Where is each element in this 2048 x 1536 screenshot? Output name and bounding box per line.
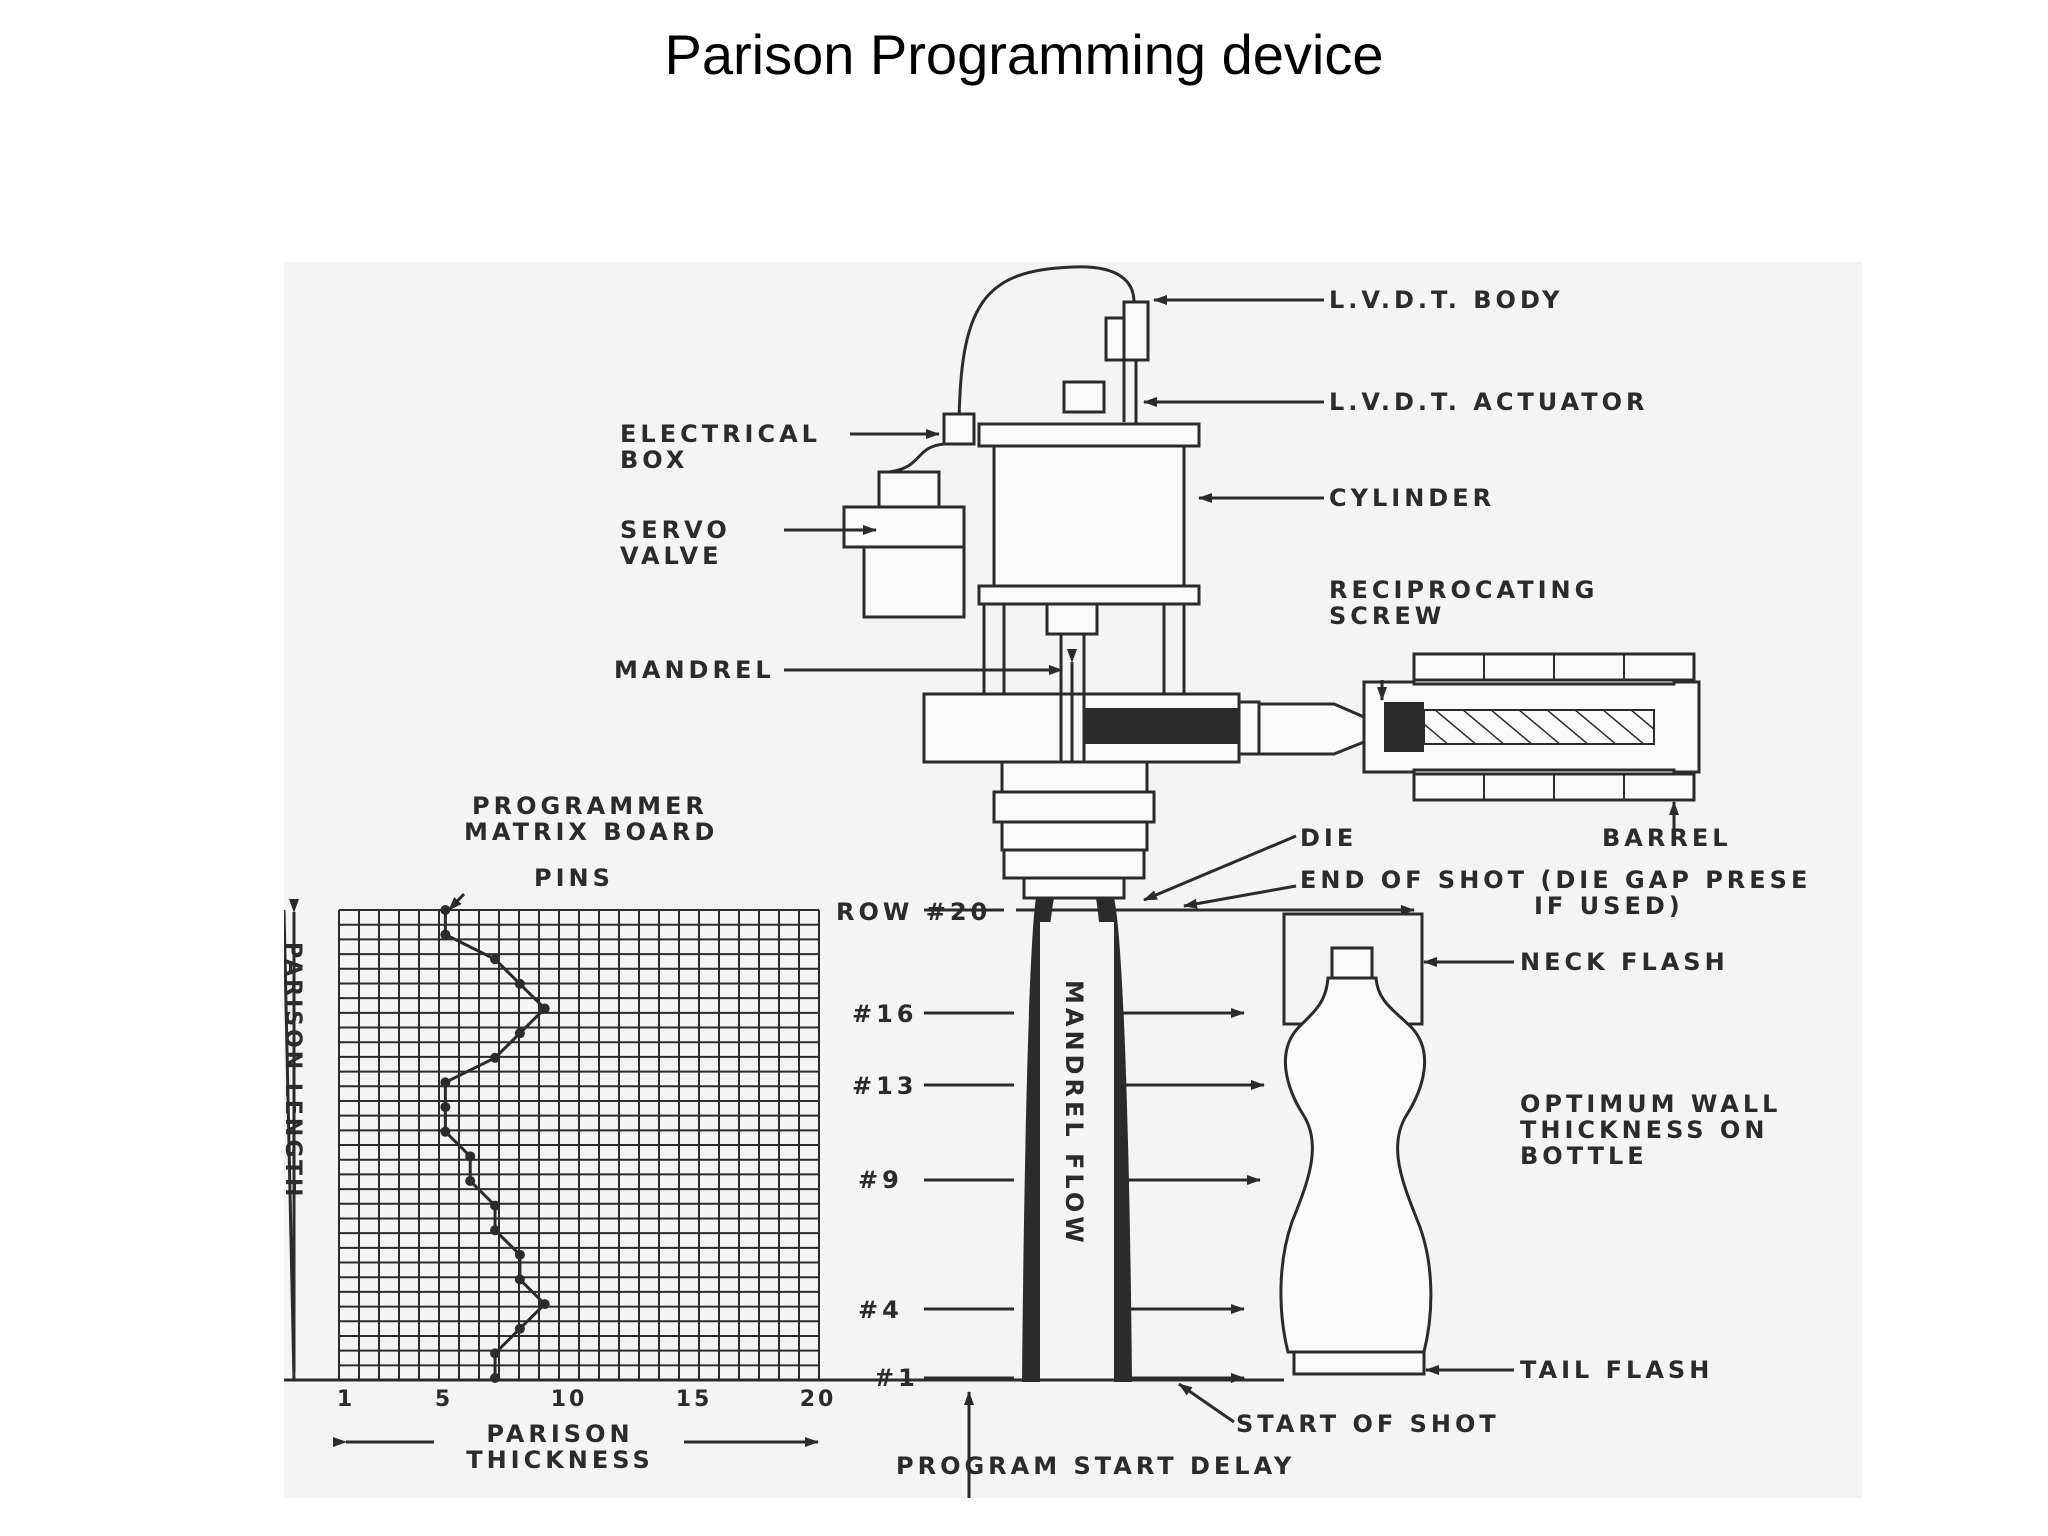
- matrix-pin-9: [465, 1175, 476, 1186]
- electrical-box-label-2: BOX: [620, 446, 688, 474]
- end-of-shot-label-1: END OF SHOT (DIE GAP PRESE: [1300, 866, 1811, 894]
- matrix-pin-7: [490, 1225, 501, 1236]
- end-of-shot-label-2: IF USED): [1534, 892, 1684, 920]
- matrix-pin-6: [514, 1249, 525, 1260]
- die-ring-4: [1002, 848, 1146, 880]
- start-of-shot-label: START OF SHOT: [1236, 1410, 1500, 1438]
- matrix-pin-1: [490, 1373, 501, 1383]
- matrix-pin-2: [490, 1348, 501, 1359]
- die-label: DIE: [1300, 824, 1357, 852]
- program-start-delay-label: PROGRAM START DELAY: [896, 1452, 1295, 1480]
- programmer-label-1: PROGRAMMER: [472, 792, 708, 820]
- pins-label: PINS: [534, 864, 614, 892]
- leader-lines: [447, 295, 1679, 1498]
- neck-flash-label: NECK FLASH: [1520, 948, 1729, 976]
- adapter-flange: [1237, 700, 1261, 756]
- row-arrows: [924, 905, 1415, 1383]
- servo-valve-label-1: SERVO: [620, 516, 731, 544]
- lvdt-side: [1104, 316, 1126, 362]
- lvdt-body-label: L.V.D.T. BODY: [1329, 286, 1564, 314]
- reciprocating-screw-label-2: SCREW: [1329, 602, 1445, 630]
- mandrel-coupling: [1045, 602, 1099, 636]
- tick-5: 5: [435, 1387, 453, 1412]
- tick-1: 1: [337, 1387, 355, 1412]
- matrix-pin-13: [440, 1077, 451, 1088]
- tick-20: 20: [800, 1387, 837, 1412]
- matrix-pin-10: [465, 1151, 476, 1162]
- machine-assembly: [842, 265, 1701, 1382]
- bottle: [1279, 912, 1433, 1376]
- matrix-pin-19: [440, 929, 451, 940]
- barrel-label: BARREL: [1602, 824, 1732, 852]
- tail-flash-label: TAIL FLASH: [1520, 1356, 1713, 1384]
- parison-programming-diagram: PARISON LENGTH 1 5 10 15 20 PARISON THIC…: [284, 262, 1862, 1498]
- servo-valve-label-2: VALVE: [620, 542, 722, 570]
- programmer-matrix-board: [338, 909, 820, 1381]
- optimum-label-2: THICKNESS ON: [1520, 1116, 1768, 1144]
- matrix-pin-12: [440, 1102, 451, 1113]
- parison-thickness-label-1: PARISON: [486, 1420, 633, 1448]
- melt-channel: [1084, 708, 1244, 744]
- matrix-pin-17: [514, 978, 525, 989]
- matrix-pin-14: [490, 1052, 501, 1063]
- adapter: [1257, 702, 1366, 756]
- mandrel-label: MANDREL: [614, 656, 775, 684]
- screw-tip: [1384, 702, 1424, 752]
- parison-left-wall: [1022, 898, 1054, 1382]
- cylinder-label: CYLINDER: [1329, 484, 1495, 512]
- mandrel-flow-label: MANDREL FLOW: [1060, 980, 1088, 1247]
- row-13-label: #13: [852, 1072, 918, 1100]
- matrix-pin-3: [514, 1323, 525, 1334]
- cylinder: [992, 444, 1186, 588]
- thickness-axis: 1 5 10 15 20 PARISON THICKNESS: [333, 1387, 837, 1474]
- cylinder-top-plate: [977, 422, 1201, 448]
- die-ring-3: [1000, 820, 1149, 852]
- parison-length-label: PARISON LENGTH: [284, 942, 305, 1199]
- optimum-label-3: BOTTLE: [1520, 1142, 1648, 1170]
- matrix-pin-18: [490, 954, 501, 965]
- matrix-pin-5: [514, 1274, 525, 1285]
- die: [1022, 876, 1126, 900]
- slide-title: Parison Programming device: [664, 23, 1384, 86]
- electrical-box: [942, 412, 976, 446]
- servo-valve-body: [862, 545, 966, 619]
- die-ring-1: [1000, 760, 1149, 794]
- tail-flash: [1292, 1350, 1426, 1376]
- matrix-pin-4: [539, 1299, 550, 1310]
- program-profile-line: [443, 910, 547, 1378]
- programmer-label-2: MATRIX BOARD: [464, 818, 718, 846]
- matrix-pin-16: [539, 1003, 550, 1014]
- matrix-pin-8: [490, 1200, 501, 1211]
- reciprocating-screw-label-1: RECIPROCATING: [1329, 576, 1598, 604]
- labels: L.V.D.T. BODY L.V.D.T. ACTUATOR ELECTRIC…: [464, 286, 1811, 1480]
- die-ring-2: [992, 790, 1156, 824]
- matrix-pin-20: [440, 905, 451, 915]
- row-9-label: #9: [858, 1166, 903, 1194]
- tick-10: 10: [551, 1387, 588, 1412]
- servo-valve: [842, 505, 966, 549]
- row-4-label: #4: [858, 1296, 903, 1324]
- row-16-label: #16: [852, 1000, 918, 1028]
- row-20-label: ROW #20: [836, 898, 991, 926]
- matrix-pin-15: [514, 1028, 525, 1039]
- servo-valve-top: [877, 470, 941, 509]
- matrix-pin-11: [440, 1126, 451, 1137]
- reciprocating-screw: [1423, 709, 1655, 745]
- cable: [957, 265, 1136, 435]
- row-1-label: #1: [874, 1364, 919, 1392]
- lvdt-actuator-label: L.V.D.T. ACTUATOR: [1329, 388, 1649, 416]
- cylinder-bottom-plate: [977, 584, 1201, 606]
- optimum-label-1: OPTIMUM WALL: [1520, 1090, 1781, 1118]
- lvdt-actuator: [1062, 380, 1106, 414]
- electrical-box-label-1: ELECTRICAL: [620, 420, 821, 448]
- parison-thickness-label-2: THICKNESS: [466, 1446, 654, 1474]
- lvdt-body: [1122, 300, 1150, 362]
- tick-15: 15: [676, 1387, 713, 1412]
- bottle-cap: [1330, 946, 1374, 980]
